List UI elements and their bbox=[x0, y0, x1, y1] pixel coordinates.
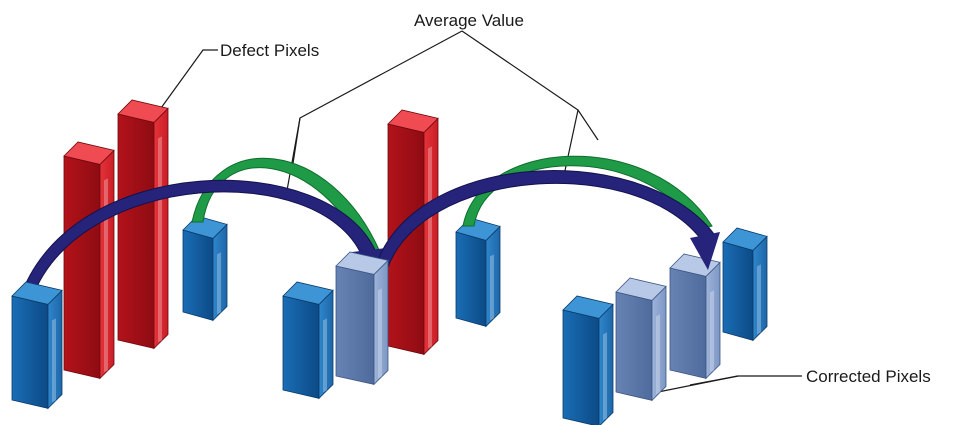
normal-pixel-column-icon bbox=[282, 281, 334, 400]
defect-pixel-column-icon bbox=[63, 141, 115, 380]
column-front-face bbox=[455, 231, 487, 327]
column-front-face bbox=[182, 229, 214, 321]
column-front-face bbox=[562, 309, 600, 425]
column-top-face bbox=[615, 277, 667, 301]
column-top-face bbox=[63, 141, 115, 165]
normal-pixel-column-icon bbox=[11, 281, 63, 410]
column-top-face bbox=[387, 109, 439, 133]
green-curved-arrow-icon bbox=[462, 155, 713, 231]
column-top-face bbox=[282, 281, 334, 305]
column-front-face bbox=[117, 113, 155, 349]
defect-pixel-column-icon bbox=[117, 99, 169, 350]
label-average-value: Average Value bbox=[414, 11, 524, 30]
columns-front bbox=[11, 251, 667, 425]
column-top-face bbox=[335, 251, 389, 275]
label-corrected-pixels: Corrected Pixels bbox=[806, 367, 931, 386]
normal-pixel-column-icon bbox=[722, 227, 768, 342]
column-front-face bbox=[11, 295, 49, 409]
column-front-face bbox=[722, 241, 754, 341]
column-top-face bbox=[722, 227, 768, 251]
column-highlight bbox=[52, 318, 56, 403]
column-highlight bbox=[757, 264, 761, 335]
columns-back bbox=[117, 99, 768, 356]
defect-pixel-column-icon bbox=[387, 109, 439, 356]
corrected-pixel-column-icon bbox=[335, 251, 389, 386]
label-defect-pixels: Defect Pixels bbox=[220, 41, 319, 60]
column-highlight bbox=[603, 332, 607, 421]
corrected-pixel-column-icon bbox=[669, 253, 721, 380]
leader-average-value-right-b bbox=[577, 109, 599, 141]
column-highlight bbox=[656, 314, 660, 395]
leader-average-value-left-b bbox=[291, 117, 301, 171]
column-front-face bbox=[615, 291, 653, 401]
corrected-pixel-column-icon bbox=[615, 277, 667, 402]
column-front-face bbox=[335, 265, 375, 385]
green-arrows bbox=[191, 155, 713, 259]
column-front-face bbox=[282, 295, 320, 399]
column-front-face bbox=[669, 267, 707, 379]
column-highlight bbox=[104, 178, 108, 373]
normal-pixel-column-icon bbox=[562, 295, 614, 425]
column-highlight bbox=[710, 290, 714, 373]
blue-arrowhead-icon bbox=[690, 232, 720, 270]
column-front-face bbox=[63, 155, 101, 379]
leader-corrected-pixels-b bbox=[657, 375, 739, 393]
column-highlight bbox=[490, 254, 494, 321]
column-highlight bbox=[428, 146, 432, 349]
column-highlight bbox=[217, 252, 221, 315]
column-top-face bbox=[562, 295, 614, 319]
normal-pixel-column-icon bbox=[455, 217, 501, 328]
column-highlight bbox=[323, 318, 327, 393]
column-highlight bbox=[158, 136, 162, 343]
column-top-face bbox=[117, 99, 169, 123]
column-top-face bbox=[11, 281, 63, 305]
normal-pixel-column-icon bbox=[182, 215, 228, 322]
leader-defect-pixels bbox=[147, 49, 218, 127]
column-highlight bbox=[378, 288, 382, 379]
